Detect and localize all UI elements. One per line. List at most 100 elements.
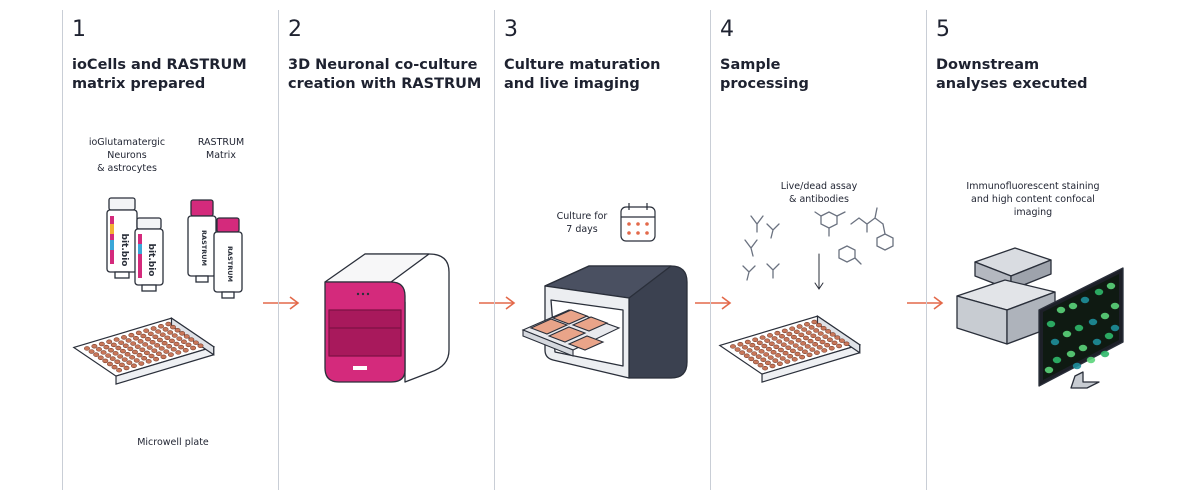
well [160, 354, 167, 360]
molecule-icon [814, 211, 846, 237]
well [110, 342, 117, 348]
well [108, 347, 114, 353]
well [139, 347, 146, 352]
well [755, 354, 762, 359]
well [773, 344, 780, 350]
step-title: Downstream analyses executed [936, 57, 1088, 92]
step-3-illustration [521, 203, 688, 379]
step-number: 4 [720, 17, 734, 42]
well [739, 350, 746, 355]
cell [1106, 282, 1116, 290]
step-5-panel: 5 Downstream analyses executed Immunoflu… [926, 10, 1187, 490]
well [807, 338, 814, 344]
vial-brand-text: bit.bio [146, 244, 156, 277]
well [154, 343, 161, 348]
well [759, 335, 766, 340]
well [174, 328, 181, 333]
well [795, 338, 802, 343]
well [785, 345, 792, 350]
well [173, 341, 180, 347]
well [765, 346, 772, 352]
well [121, 335, 127, 340]
antibody-icon [744, 239, 758, 257]
well [737, 341, 744, 347]
well [96, 347, 102, 352]
cell [1062, 330, 1072, 338]
well [163, 349, 170, 354]
well [118, 340, 125, 345]
well [791, 334, 797, 340]
well [782, 350, 789, 356]
well [805, 330, 812, 335]
well [834, 335, 841, 340]
well [769, 363, 776, 369]
well [166, 343, 173, 349]
well [775, 353, 782, 358]
well [824, 342, 831, 348]
well [93, 352, 100, 357]
well [128, 332, 135, 338]
cell [1050, 338, 1060, 346]
step-1-panel: 1 ioCells and RASTRUM matrix prepared io… [62, 10, 277, 490]
well [151, 348, 158, 353]
well [767, 355, 774, 360]
assay-label: Live/dead assay & antibodies [780, 181, 858, 205]
well [106, 361, 113, 367]
well [792, 343, 799, 348]
well [125, 338, 132, 343]
well [768, 341, 775, 347]
well [791, 357, 798, 362]
well [168, 338, 175, 344]
step-1-illustration: bit.bio bit.bio RASTRUM RASTRUM [72, 197, 243, 385]
cell [1068, 302, 1078, 310]
well [774, 330, 781, 336]
well [145, 359, 152, 364]
cell [1052, 356, 1062, 364]
well [158, 324, 164, 329]
well [797, 346, 804, 351]
well [800, 341, 807, 346]
well [121, 357, 128, 362]
well [751, 351, 758, 356]
well [165, 321, 172, 327]
well [176, 336, 183, 341]
step-4-panel: 4 Sample processing Live/dead assay & an… [710, 10, 925, 490]
well [816, 322, 822, 328]
well [784, 359, 791, 364]
well [786, 331, 793, 337]
cell [1110, 302, 1120, 310]
well [155, 329, 162, 334]
well [122, 343, 129, 349]
well [743, 353, 750, 358]
well [826, 337, 833, 343]
well [813, 328, 820, 333]
well [170, 347, 177, 352]
well [762, 365, 769, 371]
well [817, 331, 824, 336]
microwell-plate [718, 315, 862, 383]
well [159, 332, 166, 337]
well [796, 324, 803, 329]
well [124, 351, 131, 357]
antibody-icon [750, 215, 764, 233]
well [771, 336, 778, 341]
well [783, 337, 790, 342]
culture-label: Culture for 7 days [556, 211, 608, 235]
step-5-illustration [956, 247, 1124, 389]
arrow-right-icon [479, 296, 516, 310]
well [134, 344, 141, 349]
well [118, 362, 125, 368]
molecule-icon [850, 207, 894, 251]
cell [1074, 324, 1084, 332]
well [103, 344, 110, 350]
well [145, 336, 151, 342]
step-number: 5 [936, 17, 950, 42]
well [752, 337, 759, 343]
well [91, 343, 98, 349]
imaging-label: Immunofluorescent staining and high cont… [966, 181, 1100, 218]
well [115, 345, 122, 351]
step-title: Sample processing [720, 57, 809, 92]
well [183, 334, 190, 339]
arrow-right-icon [695, 296, 732, 310]
well [185, 342, 192, 348]
